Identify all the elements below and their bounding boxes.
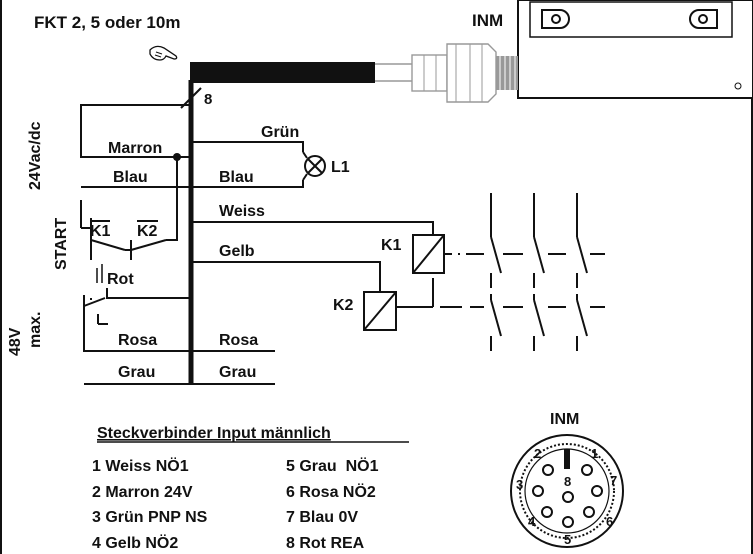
wire-label-rosa-right: Rosa xyxy=(219,332,258,349)
marron-branch xyxy=(168,157,178,241)
cable-jacket xyxy=(190,62,375,83)
pin-entry-6: 6 Rosa NÖ2 xyxy=(286,482,376,501)
wire-label-gelb: Gelb xyxy=(219,243,255,260)
connector-pin-1 xyxy=(581,464,593,476)
inm-status-led xyxy=(734,82,742,90)
plug-nut xyxy=(446,43,497,103)
wire-label-grau-right: Grau xyxy=(219,364,256,381)
inm-mount-right-icon xyxy=(689,9,718,29)
relay-k2-contacts xyxy=(440,294,605,351)
relay-k1-contacts xyxy=(466,193,605,288)
wire-label-grau-left: Grau xyxy=(118,364,155,381)
pin-number-6: 6 xyxy=(606,514,613,529)
wire-label-weiss: Weiss xyxy=(219,203,265,220)
rot-terminal-icon xyxy=(96,264,103,283)
pin-number-3: 3 xyxy=(516,477,523,492)
pin-entry-8: 8 Rot REA xyxy=(286,535,365,552)
pin-entry-7: 7 Blau 0V xyxy=(286,509,358,526)
connector-pins xyxy=(532,464,603,528)
relay-k1-coil xyxy=(412,234,460,274)
wire-label-blau-left: Blau xyxy=(113,169,148,186)
pointing-hand-icon xyxy=(149,45,178,61)
pin-entry-1: 1 Weiss NÖ1 xyxy=(92,456,189,475)
connector-pin-2 xyxy=(542,464,554,476)
pin-number-5: 5 xyxy=(564,532,571,547)
device-label: INM xyxy=(472,11,503,30)
connector-face-label: INM xyxy=(550,411,579,428)
relay-k1-label: K1 xyxy=(381,237,402,254)
connector-face xyxy=(510,434,624,548)
relay-k2-coil xyxy=(363,291,433,331)
lamp-l1-icon xyxy=(302,151,326,181)
start-contact-k2: K2 xyxy=(137,223,158,240)
pin-number-2: 2 xyxy=(534,446,541,461)
pin-entry-5: 5 Grau NÖ1 xyxy=(286,456,379,475)
connector-pin-5 xyxy=(562,516,574,528)
pin-number-8: 8 xyxy=(564,474,571,489)
plug-thread xyxy=(496,56,518,90)
pin-entry-4: 4 Gelb NÖ2 xyxy=(92,533,178,552)
connector-pin-7 xyxy=(591,485,603,497)
wire-label-marron: Marron xyxy=(108,140,162,157)
supply-voltage-label: 24Vac/dc xyxy=(27,121,44,190)
plug-body xyxy=(411,54,448,92)
wire-label-rot: Rot xyxy=(107,271,134,288)
max-label-max: max. xyxy=(27,312,44,348)
connector-key-notch xyxy=(564,449,570,469)
supply-loop xyxy=(80,104,191,188)
inm-mount-left-icon xyxy=(541,9,570,29)
conductor-count: 8 xyxy=(204,91,212,108)
inm-device xyxy=(517,0,753,99)
pin-number-4: 4 xyxy=(528,514,536,529)
start-contact-k1: K1 xyxy=(90,223,111,240)
lamp-label: L1 xyxy=(331,159,350,176)
connector-pin-4 xyxy=(541,506,553,518)
connector-heading: Steckverbinder Input männlich xyxy=(97,425,331,442)
pin-entry-3: 3 Grün PNP NS xyxy=(92,509,208,526)
wire-label-gruen: Grün xyxy=(261,124,299,141)
connector-pin-3 xyxy=(532,485,544,497)
pin-entry-2: 2 Marron 24V xyxy=(92,484,193,501)
start-label: START xyxy=(53,218,70,270)
max-label-48v: 48V xyxy=(7,327,24,356)
diagram-title: FKT 2, 5 oder 10m xyxy=(34,13,180,32)
max-contact xyxy=(83,295,191,352)
connector-pin-8 xyxy=(562,491,574,503)
wire-rot xyxy=(106,288,191,299)
wire-label-blau-right: Blau xyxy=(219,169,254,186)
connector-pin-6 xyxy=(583,506,595,518)
pin-number-7: 7 xyxy=(610,473,617,488)
relay-k2-label: K2 xyxy=(333,297,354,314)
cable-assembly xyxy=(190,43,518,103)
wire-label-rosa-left: Rosa xyxy=(118,332,157,349)
start-contacts xyxy=(80,200,168,260)
right-wires xyxy=(191,141,434,385)
pin-number-1: 1 xyxy=(591,446,598,461)
